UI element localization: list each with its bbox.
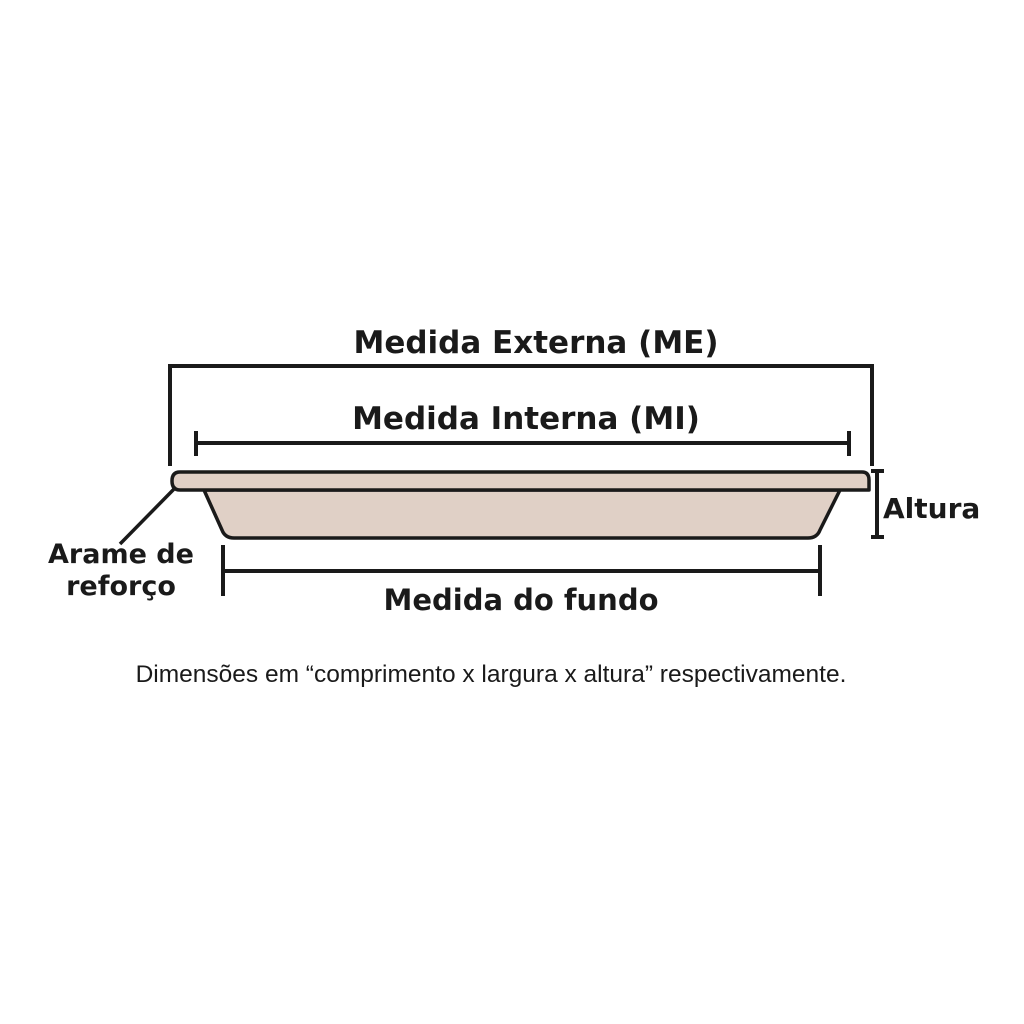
bottom-measure-label: Medida do fundo [383,583,658,617]
internal-measure-line [194,431,851,456]
tray-body [202,488,842,540]
reinforcement-wire-label-line1: Arame de [48,539,194,570]
height-bracket [871,469,884,539]
dimensions-note: Dimensões em “comprimento x largura x al… [136,661,847,688]
internal-measure-label: Medida Interna (MI) [352,401,700,437]
tray-rim [170,470,871,492]
external-measure-bracket [168,364,874,466]
height-label: Altura [883,492,980,525]
reinforcement-wire-label-line2: reforço [66,571,176,602]
bottom-measure-line [221,545,822,596]
external-measure-label: Medida Externa (ME) [353,325,718,361]
reinforcement-wire-leader [118,485,178,546]
